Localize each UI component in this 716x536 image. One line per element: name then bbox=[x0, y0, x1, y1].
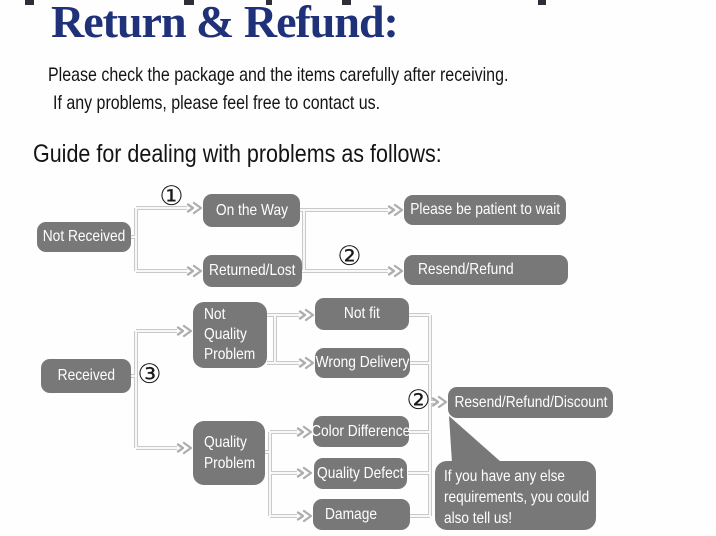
node-quality-defect: Quality Defect bbox=[314, 458, 407, 489]
top-crop-artifact bbox=[266, 0, 272, 5]
step-marker-2-bottom: ② bbox=[406, 385, 431, 416]
node-wrong-delivery: Wrong Delivery bbox=[315, 348, 410, 378]
node-not-fit: Not fit bbox=[315, 298, 409, 330]
node-not-quality-problem: Not Quality Problem bbox=[193, 302, 267, 368]
node-resend-refund-discount: Resend/Refund/Discount bbox=[448, 387, 613, 418]
node-on-the-way: On the Way bbox=[203, 194, 300, 227]
node-please-be-patient: Please be patient to wait bbox=[404, 195, 566, 225]
top-crop-artifact bbox=[184, 0, 194, 5]
extra-requirements-speech-bubble: If you have any else requirements, you c… bbox=[435, 461, 596, 530]
top-crop-artifact bbox=[342, 0, 351, 5]
page-title: Return & Refund: bbox=[51, 0, 399, 47]
guide-heading: Guide for dealing with problems as follo… bbox=[33, 140, 442, 168]
node-resend-refund: Resend/Refund bbox=[404, 255, 568, 285]
top-crop-artifact bbox=[25, 0, 34, 5]
node-quality-problem: Quality Problem bbox=[193, 421, 265, 485]
node-damage: Damage bbox=[313, 499, 410, 530]
node-color-difference: Color Difference bbox=[311, 416, 411, 447]
intro-line-1: Please check the package and the items c… bbox=[48, 64, 509, 86]
top-crop-artifact bbox=[538, 0, 546, 5]
intro-line-2: If any problems, please feel free to con… bbox=[53, 92, 381, 114]
node-returned-lost: Returned/Lost bbox=[203, 255, 302, 287]
step-marker-1: ① bbox=[159, 181, 184, 212]
step-marker-2-top: ② bbox=[337, 241, 362, 272]
node-not-received: Not Received bbox=[37, 222, 131, 252]
step-marker-3: ③ bbox=[137, 359, 162, 390]
node-received: Received bbox=[41, 359, 131, 393]
speech-bubble-tail bbox=[449, 416, 501, 463]
